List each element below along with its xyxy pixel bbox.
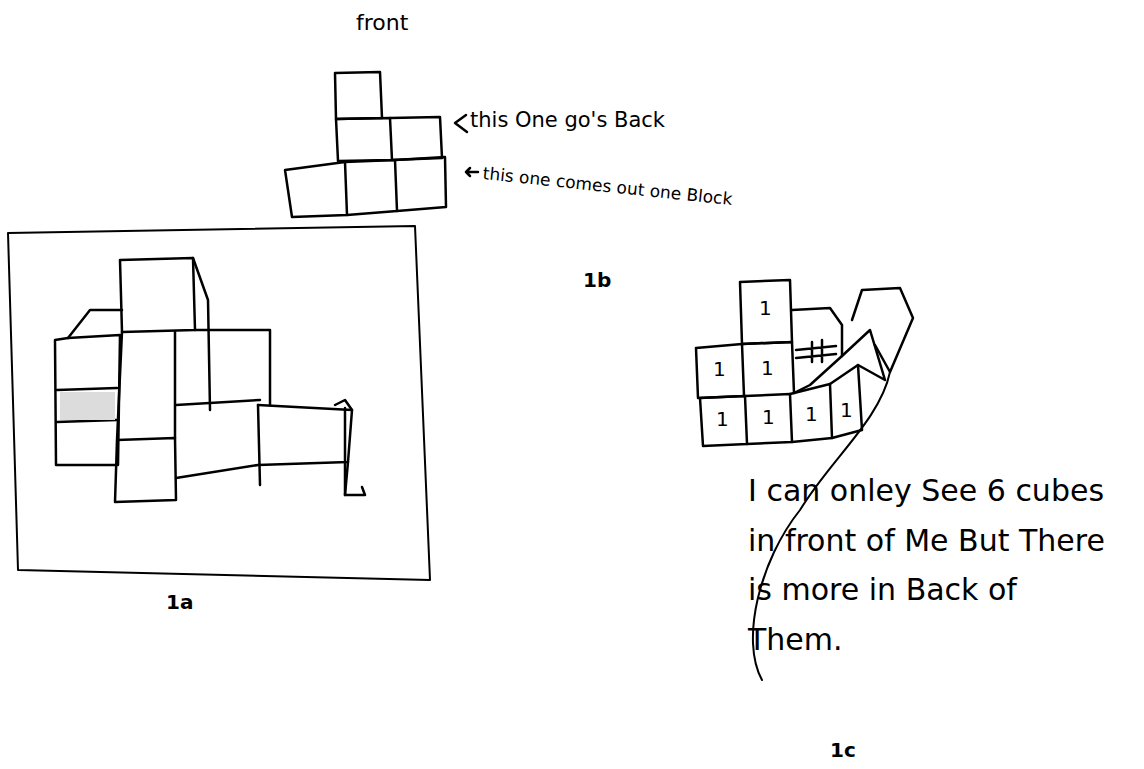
handwritten-note: this one comes out one Block (482, 163, 862, 223)
handwritten-note: this One go's Back (470, 108, 730, 133)
figure-number: 1c (830, 738, 880, 762)
cube-grid-1b (285, 72, 478, 217)
cube-number: 1 (762, 405, 782, 429)
figure-number: 1a (166, 590, 216, 614)
cube-number: 1 (840, 398, 860, 422)
figure-number: 1b (583, 268, 633, 292)
cube-number: 1 (716, 407, 736, 431)
cube-building-1a (8, 226, 430, 580)
handwritten-note: front (356, 10, 446, 36)
cube-number: 1 (805, 402, 825, 426)
handwritten-note: I can onley See 6 cubes in front of Me B… (748, 466, 1108, 664)
cube-number: 1 (761, 356, 781, 380)
cube-number: 1 (713, 357, 733, 381)
cube-number: 1 (759, 296, 779, 320)
